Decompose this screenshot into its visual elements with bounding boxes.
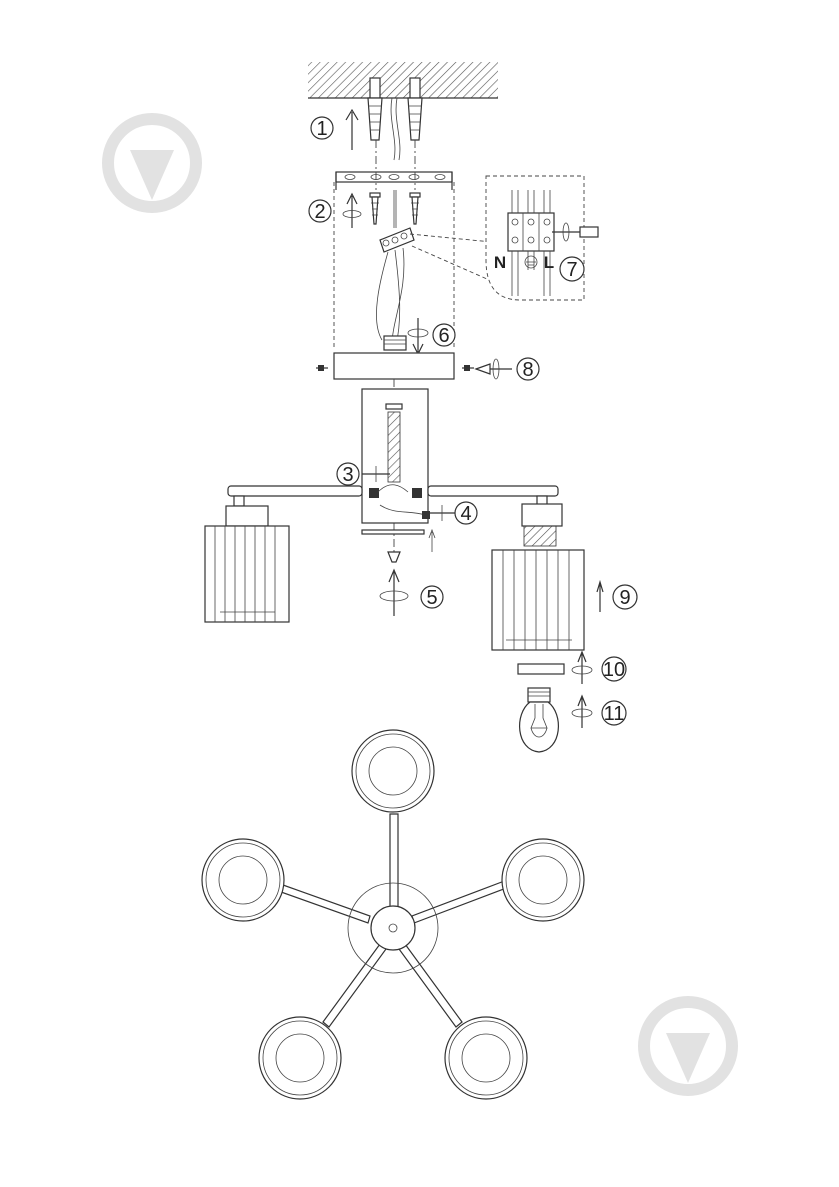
finial [387, 551, 401, 563]
top-view [201, 729, 585, 1100]
step-4-marker [454, 501, 478, 525]
step-7-marker [559, 256, 585, 282]
light-bulb-icon [518, 687, 560, 753]
threaded-nipple [383, 335, 407, 351]
screwdriver-icon [474, 358, 512, 380]
shade-top-view [501, 838, 585, 922]
shade-top-view [258, 1016, 342, 1100]
watermark-logo-icon [102, 100, 202, 213]
rotate-arrow-icon [342, 192, 362, 228]
step-11-label: 11 [604, 703, 625, 725]
step-8-marker [516, 357, 540, 381]
lamp-socket [521, 503, 563, 547]
terminal-block [379, 227, 415, 253]
screwdriver-icon [552, 222, 599, 242]
step-10-marker [601, 656, 627, 682]
rotate-arrow-icon [407, 318, 429, 356]
step-9-marker [612, 584, 638, 610]
arm-right [427, 485, 559, 507]
bracket-screw-left [369, 192, 381, 225]
shade-top-view [444, 1016, 528, 1100]
wall-plug-right [407, 77, 423, 141]
bottom-plate [361, 529, 425, 535]
step-6-marker [432, 323, 456, 347]
up-arrow-icon [596, 579, 604, 612]
mounting-bracket [335, 171, 453, 190]
shade-ring [517, 663, 565, 675]
step-10-label: 10 [603, 659, 625, 681]
rotate-arrow-icon [571, 650, 593, 684]
canopy-plate [333, 352, 455, 380]
shade-top-view [201, 838, 285, 922]
step-4-label: 4 [460, 503, 471, 525]
rotate-arrow-icon [430, 505, 456, 521]
neutral-terminal-label: N [494, 253, 506, 272]
rotate-arrow-icon [379, 568, 409, 616]
wall-plug-left [367, 77, 383, 141]
step-2-marker [308, 199, 332, 223]
canopy-outline [333, 182, 455, 350]
earth-symbol [524, 255, 538, 269]
hub-top-view [370, 905, 416, 951]
ceiling [308, 62, 498, 99]
supply-cable [390, 97, 401, 161]
threaded-rod [387, 411, 401, 483]
step-9-label: 9 [619, 587, 630, 609]
live-terminal-label: L [544, 253, 554, 272]
step-7-label: 7 [566, 259, 577, 281]
shade-right [491, 549, 585, 651]
shade-left [204, 505, 290, 623]
rotate-arrow-icon [571, 694, 593, 728]
step-5-marker [420, 585, 444, 609]
step-3-marker [336, 462, 360, 486]
wiring-detail [485, 175, 585, 301]
fixture-wires [376, 247, 405, 346]
watermark-logo-icon [638, 983, 738, 1096]
shade-top-view [351, 729, 435, 813]
rotate-arrow-icon [362, 466, 390, 482]
up-arrow-icon [345, 108, 359, 150]
arm-left [227, 485, 363, 507]
step-5-label: 5 [426, 587, 437, 609]
step-1-label: 1 [316, 118, 327, 140]
step-11-marker [601, 700, 627, 726]
step-2-label: 2 [314, 201, 325, 223]
wire-connectors [369, 484, 430, 519]
step-1-marker [310, 116, 334, 140]
step-3-label: 3 [342, 464, 353, 486]
step-8-label: 8 [522, 359, 533, 381]
step-6-label: 6 [438, 325, 449, 347]
bracket-screw-right [409, 192, 421, 225]
